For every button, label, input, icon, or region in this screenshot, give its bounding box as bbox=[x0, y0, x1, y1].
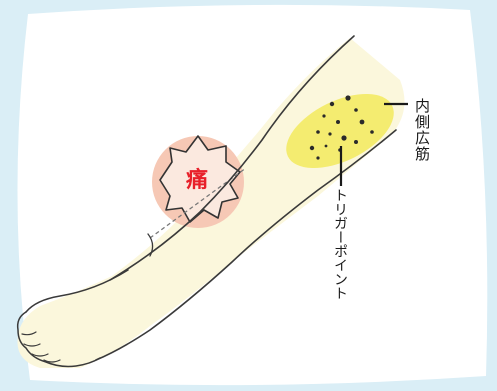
trigger-dot bbox=[359, 119, 365, 125]
trigger-dot bbox=[329, 101, 335, 107]
trigger-point-label: トリガーポイント bbox=[332, 188, 348, 300]
trigger-dot bbox=[322, 114, 326, 118]
pain-burst-icon bbox=[159, 135, 241, 223]
trigger-dot bbox=[341, 135, 347, 141]
leg-outline-upper bbox=[109, 35, 355, 281]
trigger-dot bbox=[354, 108, 358, 112]
leg-outline-lower bbox=[95, 129, 397, 361]
trigger-dot bbox=[324, 144, 328, 148]
pain-label: 痛 bbox=[186, 168, 209, 193]
trigger-dot bbox=[336, 120, 340, 124]
foot-outline bbox=[16, 311, 101, 368]
trigger-dot bbox=[309, 145, 315, 151]
trigger-dot bbox=[345, 95, 351, 101]
toes-outline bbox=[21, 331, 61, 363]
trigger-dot bbox=[316, 156, 320, 160]
trigger-dot bbox=[354, 140, 358, 144]
calf-outline bbox=[25, 269, 129, 313]
trigger-dot bbox=[370, 130, 374, 134]
trigger-dot bbox=[328, 132, 332, 136]
knee-crease bbox=[147, 233, 154, 257]
trigger-dot bbox=[316, 130, 320, 134]
muscle-label: 内側広筋 bbox=[413, 98, 431, 162]
